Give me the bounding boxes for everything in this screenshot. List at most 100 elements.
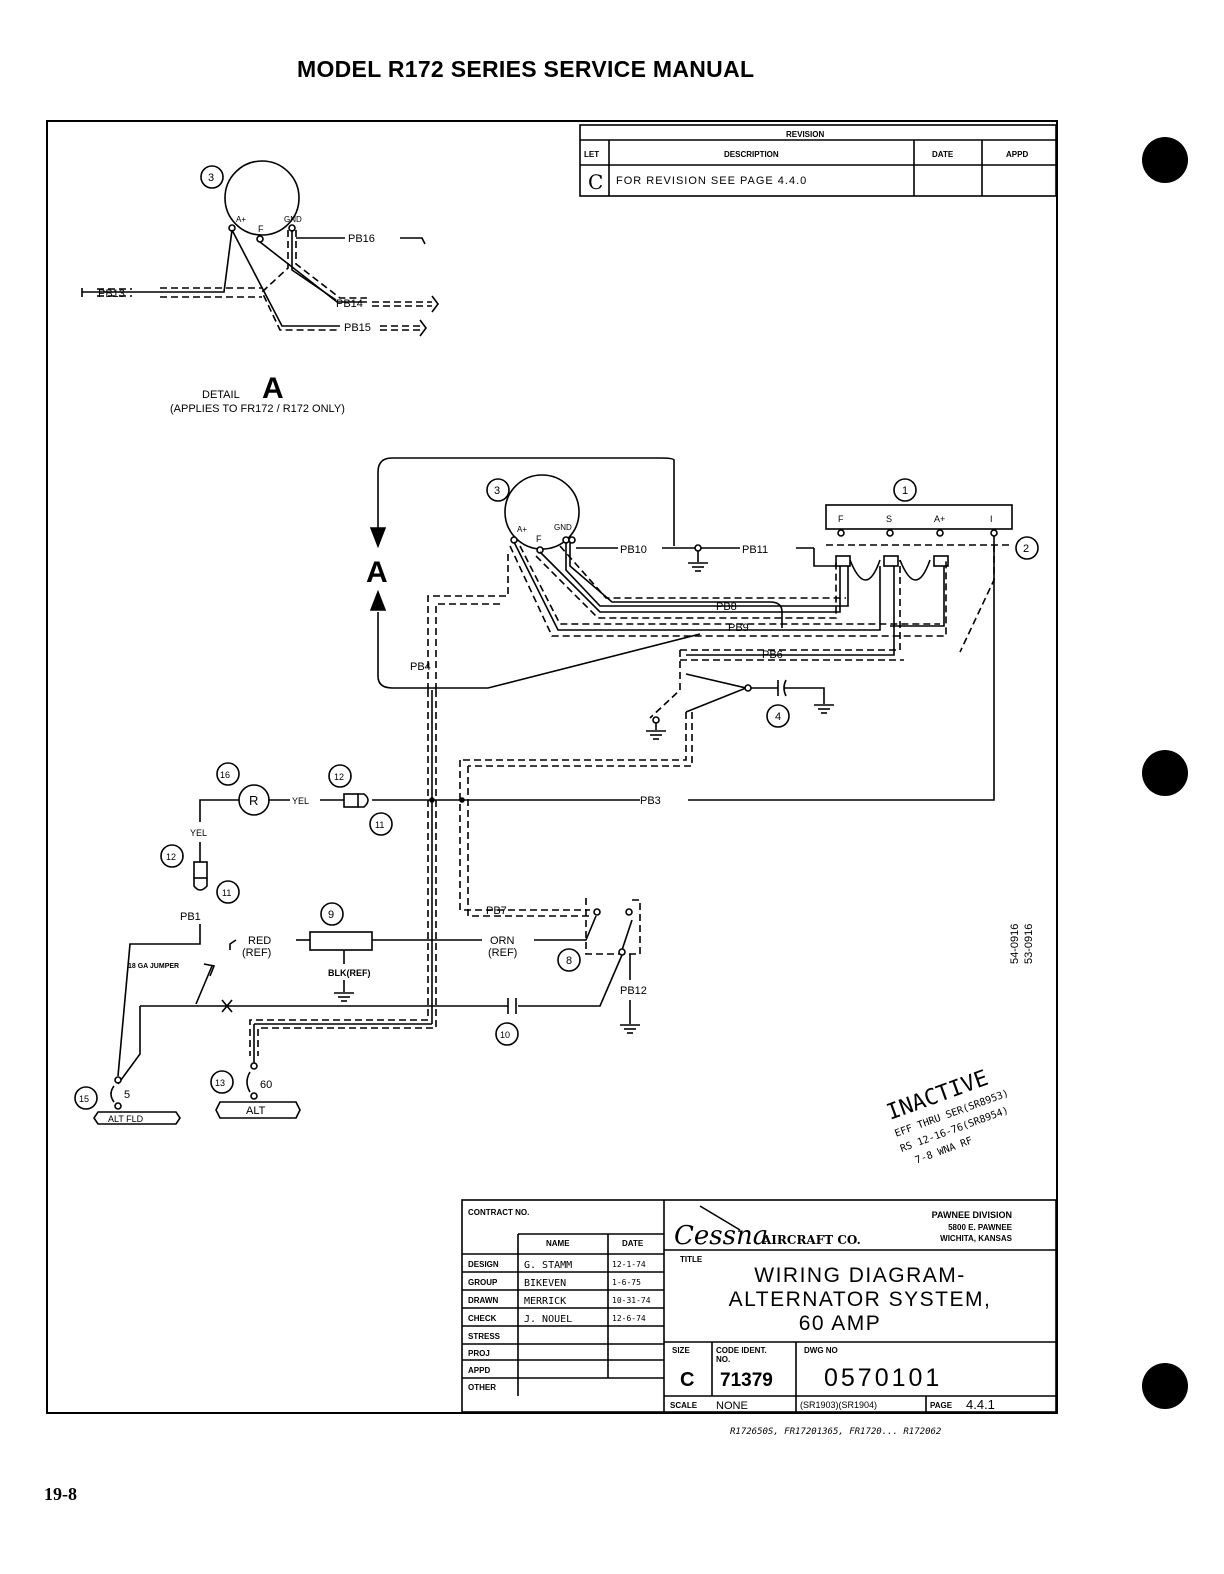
loop-wire-bottom [377,612,701,689]
detail-a-ends [419,295,439,337]
wire-pb9 [513,541,881,631]
arrow-up [369,589,387,611]
callout-11: 11 [375,820,384,830]
callout-12-lower: 12 [166,852,176,862]
yel-label-1: YEL [292,796,309,806]
company-suffix: AIRCRAFT CO. [761,1233,861,1247]
side-code-2: 53-0916 [1023,924,1035,964]
division-line-1: PAWNEE DIVISION [932,1210,1012,1220]
size-value: C [680,1369,694,1391]
jumper-label: 18 GA JUMPER [128,963,179,970]
resistor-9 [309,931,373,951]
page-header: MODEL R172 SERIES SERVICE MANUAL [297,56,755,82]
revision-block [579,124,1057,197]
title-label: TITLE [680,1255,703,1264]
detail-a-wiring [81,160,426,327]
callout-10: 10 [500,1030,510,1040]
wire-label-pb15: PB15 [344,322,371,334]
wire-pb11 [813,548,836,567]
code-ident-label-2: NO. [716,1355,730,1364]
wire-label-pb10: PB10 [620,544,647,556]
callout-3: 3 [208,172,214,184]
callout-2: 2 [1023,543,1029,555]
alternator-main [504,474,580,554]
name-check: J. NOUEL [524,1314,572,1325]
capacitor-4 [646,673,834,740]
main-terminal-f: F [536,534,542,544]
alt-label: ALT [246,1105,266,1117]
dwg-no-label: DWG NO [804,1346,838,1355]
terminal-60: 60 [260,1079,272,1091]
alt-tag [215,1101,301,1119]
drawing-title-1: WIRING DIAGRAM- [754,1264,966,1287]
revision-col-description: DESCRIPTION [724,150,779,159]
callout-3-main: 3 [494,485,500,497]
wire-label-pb3: PB3 [640,795,661,807]
terminal-f: F [258,224,264,234]
callout-11-lower: 11 [222,888,231,898]
detail-applies: (APPLIES TO FR172 / R172 ONLY) [170,403,345,415]
name-design: G. STAMM [524,1260,572,1271]
role-other: OTHER [468,1383,496,1392]
detail-label: DETAIL [202,389,240,401]
name-group: BIKEVEN [524,1278,566,1289]
wire-label-pb1: PB1 [180,911,201,923]
dwg-no-value: 0570101 [824,1364,942,1392]
yel-label-2: YEL [190,828,207,838]
regulator-terminal-f: F [838,514,844,524]
contract-no-label: CONTRACT NO. [468,1208,529,1217]
wire-label-pb16: PB16 [348,233,375,245]
date-design: 12-1-74 [612,1260,646,1269]
arrow-down [369,527,387,549]
title-block [461,1199,1057,1413]
callout-12: 12 [334,772,344,782]
callout-8: 8 [566,955,572,967]
company-logo: Cessna [674,1221,768,1251]
connector-12-lower [193,861,208,879]
red-ref-label: RED [248,935,271,947]
main-terminal-a-plus: A+ [517,525,527,534]
binder-hole-bottom [1142,1363,1188,1409]
role-design: DESIGN [468,1260,499,1269]
regulator-terminal-s: S [886,514,892,524]
revision-row-description: FOR REVISION SEE PAGE 4.4.0 [616,175,807,187]
date-check: 12-6-74 [612,1314,646,1323]
connector-12 [343,793,359,808]
wire-label-pb4: PB4 [410,661,431,673]
terminal-5: 5 [124,1089,130,1101]
role-drawn: DRAWN [468,1296,498,1305]
callout-4: 4 [775,711,781,723]
terminal-gnd: GND [284,215,302,224]
wire-pb8 [539,551,841,613]
effectivity-footnote: R172650S, FR17201365, FR1720... R172062 [730,1427,941,1437]
division-line-3: WICHITA, KANSAS [940,1234,1013,1243]
wire-label-pb12: PB12 [620,985,647,997]
regulator-terminal-a-plus: A+ [934,514,945,524]
main-shielding [249,545,947,1056]
detail-a-shielding [97,230,432,331]
loop-wire-top [377,457,675,546]
wire-label-pb8: PB8 [716,601,737,613]
callout-13: 13 [215,1078,225,1088]
inactive-stamp: INACTIVE EFF THRU SER(SR8953) RS 12-16-7… [884,1066,1011,1166]
role-check: CHECK [468,1314,497,1323]
wire-label-pb6: PB6 [762,649,783,661]
effectivity-serials: (SR1903)(SR1904) [800,1400,877,1410]
date-group: 1-6-75 [612,1278,641,1287]
arrow-label-a: A [366,556,388,589]
callout-16: 16 [220,770,230,780]
regulator-terminal-i: I [990,514,993,524]
name-drawn: MERRICK [524,1296,566,1307]
code-ident-label: CODE IDENT. [716,1346,767,1355]
callout-9: 9 [328,909,334,921]
title-col-date: DATE [622,1239,644,1248]
role-stress: STRESS [468,1332,501,1341]
role-proj: PROJ [468,1349,490,1358]
division-line-2: 5800 E. PAWNEE [948,1223,1013,1232]
revision-col-appd: APPD [1006,150,1028,159]
drawing-frame [46,120,1058,1414]
page-label: PAGE [930,1401,953,1410]
role-group: GROUP [468,1278,498,1287]
callout-1: 1 [902,485,908,497]
scale-value: NONE [716,1400,748,1412]
